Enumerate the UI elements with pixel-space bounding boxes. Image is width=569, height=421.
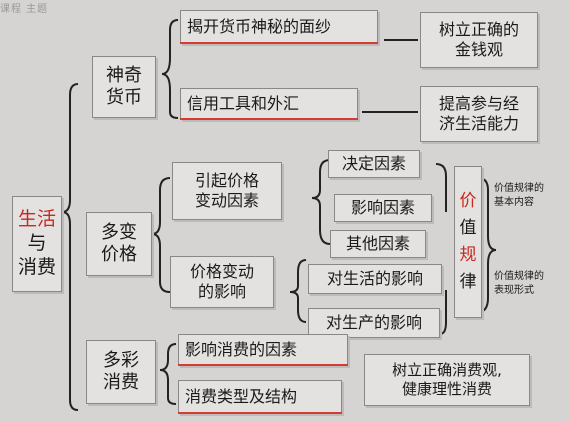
consumption-item-1-label: 影响消费的因素 bbox=[185, 340, 298, 359]
branch-consumption-box: 多彩 消费 bbox=[86, 340, 156, 404]
money-note-2-line-2: 济生活能力 bbox=[438, 114, 519, 133]
law-brace bbox=[477, 177, 497, 313]
money-note-1-line-2: 金钱观 bbox=[454, 40, 503, 59]
factor-influence: 影响因素 bbox=[334, 194, 432, 222]
factor-influence-label: 影响因素 bbox=[350, 198, 415, 217]
value-law-char-4: 律 bbox=[459, 272, 477, 293]
branch-money-box: 神奇 货币 bbox=[92, 56, 156, 118]
consumption-item-1: 影响消费的因素 bbox=[178, 334, 348, 366]
law-bracket-top bbox=[435, 163, 447, 212]
b2-brace bbox=[151, 177, 171, 293]
branch-price-line-1: 多变 bbox=[101, 221, 137, 243]
price-sub-1-line-1: 引起价格 bbox=[194, 171, 259, 190]
root-line-1: 生活 bbox=[17, 208, 56, 231]
effect-life: 对生活的影响 bbox=[308, 264, 442, 294]
effect-life-label: 对生活的影响 bbox=[326, 269, 423, 288]
factors-brace bbox=[311, 159, 331, 245]
consumption-item-2-label: 消费类型及结构 bbox=[185, 387, 298, 406]
branch-price-box: 多变 价格 bbox=[86, 212, 152, 276]
value-law-note-1-line-1: 价值规律的 bbox=[494, 183, 544, 194]
branch-consumption-line-2: 消费 bbox=[103, 372, 139, 393]
factor-other: 其他因素 bbox=[330, 230, 426, 258]
consumption-note-line-1: 树立正确消费观, bbox=[392, 361, 502, 380]
value-law-char-2: 值 bbox=[459, 217, 477, 238]
money-note-2: 提高参与经 济生活能力 bbox=[420, 86, 538, 142]
consumption-item-1-underline bbox=[178, 364, 348, 366]
consumption-note: 树立正确消费观, 健康理性消费 bbox=[364, 354, 530, 406]
root-brace bbox=[61, 83, 79, 411]
value-law-note-2: 价值规律的 表现形式 bbox=[494, 270, 544, 297]
money-item-2-label: 信用工具和外汇 bbox=[187, 94, 300, 113]
consumption-note-line-2: 健康理性消费 bbox=[401, 380, 492, 398]
factor-decisive-label: 决定因素 bbox=[341, 154, 406, 173]
root-line-2: 与 bbox=[27, 232, 47, 255]
law-bracket-bottom bbox=[439, 290, 447, 335]
money-item-1-underline bbox=[180, 42, 378, 44]
branch-consumption-line-1: 多彩 bbox=[103, 349, 139, 371]
price-sub-2-line-1: 价格变动 bbox=[189, 262, 254, 281]
value-law-note-1: 价值规律的 基本内容 bbox=[494, 182, 544, 209]
value-law-note-1-line-2: 基本内容 bbox=[494, 196, 534, 208]
b1-brace bbox=[161, 19, 179, 119]
price-sub-2-line-2: 的影响 bbox=[197, 282, 246, 301]
money-note-2-line-1: 提高参与经 bbox=[438, 94, 519, 113]
value-law-char-1: 价 bbox=[459, 190, 477, 211]
value-law-note-2-line-1: 价值规律的 bbox=[494, 271, 544, 282]
b3-brace bbox=[159, 343, 177, 405]
value-law-box: 价 值 规 律 bbox=[454, 166, 482, 318]
money-item-1-label: 揭开货币神秘的面纱 bbox=[187, 17, 332, 36]
root-box: 生活 与 消费 bbox=[12, 196, 62, 292]
factor-decisive: 决定因素 bbox=[328, 150, 420, 178]
consumption-item-2-underline bbox=[178, 412, 342, 414]
price-sub-1-line-2: 变动因素 bbox=[194, 191, 259, 210]
money-item-2: 信用工具和外汇 bbox=[180, 88, 358, 120]
money-note-1: 树立正确的 金钱观 bbox=[420, 12, 538, 68]
effect-production-label: 对生产的影响 bbox=[325, 313, 422, 332]
root-line-3: 消费 bbox=[17, 255, 56, 278]
branch-money-line-2: 货币 bbox=[106, 87, 142, 108]
money-item-1: 揭开货币神秘的面纱 bbox=[180, 10, 378, 44]
effects-brace bbox=[289, 259, 307, 323]
page-header: 课程 主题 bbox=[0, 4, 49, 15]
factor-other-label: 其他因素 bbox=[345, 234, 410, 253]
value-law-char-3: 规 bbox=[459, 245, 477, 265]
value-law-note-2-line-2: 表现形式 bbox=[494, 284, 534, 296]
consumption-item-2: 消费类型及结构 bbox=[178, 380, 342, 414]
price-sub-2: 价格变动 的影响 bbox=[170, 256, 274, 308]
branch-money-line-1: 神奇 bbox=[106, 64, 142, 86]
branch-price-line-2: 价格 bbox=[101, 244, 137, 265]
money-item-2-underline bbox=[180, 118, 358, 120]
money-note-1-line-1: 树立正确的 bbox=[438, 20, 519, 39]
price-sub-1: 引起价格 变动因素 bbox=[172, 162, 282, 220]
effect-production: 对生产的影响 bbox=[308, 308, 440, 338]
